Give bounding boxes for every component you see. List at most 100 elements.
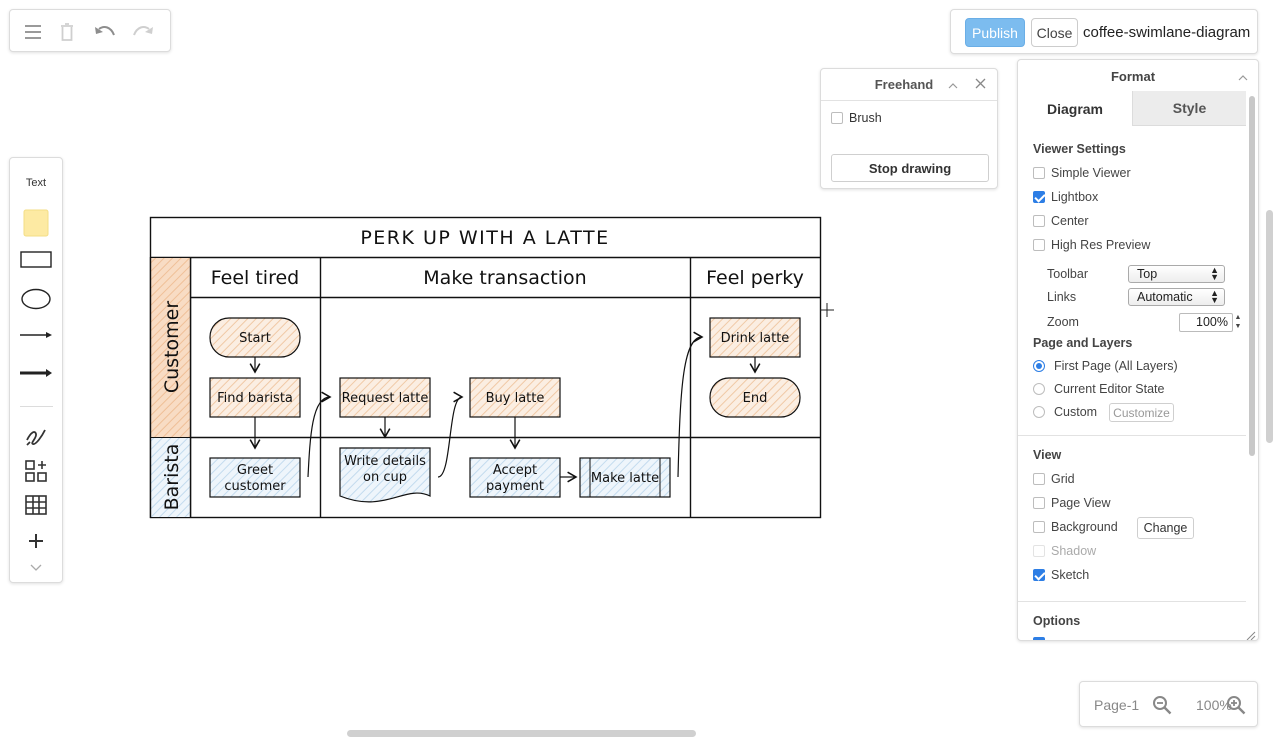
checkbox[interactable] <box>1033 191 1045 203</box>
ellipse-shape-icon[interactable] <box>10 288 62 310</box>
vertical-scrollbar[interactable] <box>1266 210 1273 443</box>
connectors <box>249 331 761 483</box>
checkbox[interactable] <box>1033 167 1045 179</box>
horizontal-scrollbar[interactable] <box>347 730 696 737</box>
table-icon[interactable] <box>10 495 62 515</box>
note-shape-icon[interactable] <box>10 209 62 237</box>
brush-option[interactable]: Brush <box>831 111 882 125</box>
format-panel: Format Diagram Style Viewer Settings Sim… <box>1017 59 1259 641</box>
option-custom[interactable]: Custom <box>1033 405 1097 419</box>
phase-feel-tired: Feel tired <box>211 267 299 289</box>
radio[interactable] <box>1033 406 1045 418</box>
radio[interactable] <box>1033 383 1045 395</box>
line-shape-icon[interactable] <box>10 330 62 340</box>
redo-icon[interactable] <box>132 21 154 43</box>
checkbox[interactable] <box>1033 569 1045 581</box>
svg-text:Greet: Greet <box>237 463 273 478</box>
lane-customer: Customer <box>161 301 183 393</box>
zoom-input[interactable]: 100% <box>1179 313 1233 332</box>
option-simple-viewer[interactable]: Simple Viewer <box>1033 166 1131 180</box>
freehand-title: Freehand <box>874 77 934 92</box>
rectangle-shape-icon[interactable] <box>10 251 62 269</box>
freehand-icon[interactable] <box>10 426 62 448</box>
checkbox <box>1033 545 1045 557</box>
links-label: Links <box>1047 290 1077 304</box>
file-name[interactable]: coffee-swimlane-diagram <box>1083 24 1251 41</box>
checkbox[interactable] <box>1033 637 1045 640</box>
swimlane-diagram[interactable]: PERK UP WITH A LATTE Feel tired Make tra… <box>140 205 840 535</box>
zoom-level[interactable]: 100% <box>1196 697 1232 713</box>
checkbox[interactable] <box>1033 497 1045 509</box>
arrow-shape-icon[interactable] <box>10 368 62 378</box>
toolbar-select[interactable]: Top▲▼ <box>1128 265 1225 283</box>
links-select[interactable]: Automatic▲▼ <box>1128 288 1225 306</box>
zoom-out-icon[interactable] <box>1152 695 1172 720</box>
node-start: Start <box>209 317 301 358</box>
svg-text:customer: customer <box>224 479 286 494</box>
tab-style[interactable]: Style <box>1133 91 1246 126</box>
option-center[interactable]: Center <box>1033 214 1089 228</box>
resize-handle-icon[interactable] <box>1246 628 1256 640</box>
customize-button[interactable]: Customize <box>1109 403 1174 422</box>
zoom-in-icon[interactable] <box>1226 695 1246 720</box>
option-grid[interactable]: Grid <box>1033 472 1075 486</box>
close-button[interactable]: Close <box>1031 18 1078 47</box>
svg-text:on cup: on cup <box>363 470 407 485</box>
format-title: Format <box>1110 69 1156 84</box>
node-buy-latte: Buy latte <box>469 377 561 418</box>
radio[interactable] <box>1033 360 1045 372</box>
option-shadow: Shadow <box>1033 544 1096 558</box>
edit-toolbar <box>9 9 171 52</box>
svg-text:End: End <box>743 391 768 406</box>
option-high-res-preview[interactable]: High Res Preview <box>1033 238 1150 252</box>
option-current-editor-state[interactable]: Current Editor State <box>1033 382 1164 396</box>
change-background-button[interactable]: Change <box>1137 517 1194 539</box>
option-lightbox[interactable]: Lightbox <box>1033 190 1098 204</box>
undo-icon[interactable] <box>94 21 116 43</box>
node-write-details: Write details on cup <box>339 447 431 503</box>
format-scrollbar[interactable] <box>1249 96 1255 456</box>
svg-text:Write details: Write details <box>344 454 426 469</box>
node-drink-latte: Drink latte <box>709 317 801 358</box>
section-divider <box>1018 601 1246 602</box>
svg-text:Make latte: Make latte <box>591 471 659 486</box>
freehand-divider <box>821 100 997 101</box>
checkbox[interactable] <box>1033 239 1045 251</box>
hamburger-icon[interactable] <box>22 21 44 43</box>
shapes-library-icon[interactable] <box>10 460 62 482</box>
collapse-format-icon[interactable] <box>1238 69 1248 87</box>
phase-make-transaction: Make transaction <box>423 267 586 289</box>
collapse-icon[interactable] <box>948 77 958 95</box>
page-selector[interactable]: Page-1 <box>1094 697 1140 713</box>
text-shape[interactable]: Text <box>25 177 47 189</box>
zoom-stepper[interactable]: ▲▼ <box>1234 314 1242 330</box>
close-icon[interactable] <box>975 76 986 94</box>
viewer-settings-title: Viewer Settings <box>1033 142 1126 156</box>
tab-diagram[interactable]: Diagram <box>1018 91 1133 126</box>
option-background[interactable]: Background <box>1033 520 1118 534</box>
trash-icon[interactable] <box>56 21 78 43</box>
option-page-view[interactable]: Page View <box>1033 496 1111 510</box>
publish-bar: Publish Close coffee-swimlane-diagram <box>950 9 1258 54</box>
page-layers-title: Page and Layers <box>1033 336 1133 350</box>
svg-text:Find barista: Find barista <box>217 391 293 406</box>
options-title: Options <box>1033 614 1081 628</box>
option-sketch[interactable]: Sketch <box>1033 568 1089 582</box>
publish-button[interactable]: Publish <box>965 18 1025 47</box>
node-find-barista: Find barista <box>209 377 301 418</box>
node-accept-payment: Accept payment <box>469 457 561 498</box>
node-end: End <box>709 377 801 418</box>
chevron-down-icon[interactable] <box>10 564 62 572</box>
checkbox[interactable] <box>1033 473 1045 485</box>
add-icon[interactable] <box>10 532 62 550</box>
shape-toolbar: Text <box>9 157 63 583</box>
option-first-page[interactable]: First Page (All Layers) <box>1033 359 1178 373</box>
svg-text:Buy latte: Buy latte <box>486 391 545 406</box>
zoom-controls: Page-1 100% <box>1079 681 1258 727</box>
checkbox[interactable] <box>1033 521 1045 533</box>
svg-text:Accept: Accept <box>493 463 537 478</box>
barista-lane-header <box>151 438 190 517</box>
brush-checkbox[interactable] <box>831 112 843 124</box>
checkbox[interactable] <box>1033 215 1045 227</box>
stop-drawing-button[interactable]: Stop drawing <box>831 154 989 182</box>
